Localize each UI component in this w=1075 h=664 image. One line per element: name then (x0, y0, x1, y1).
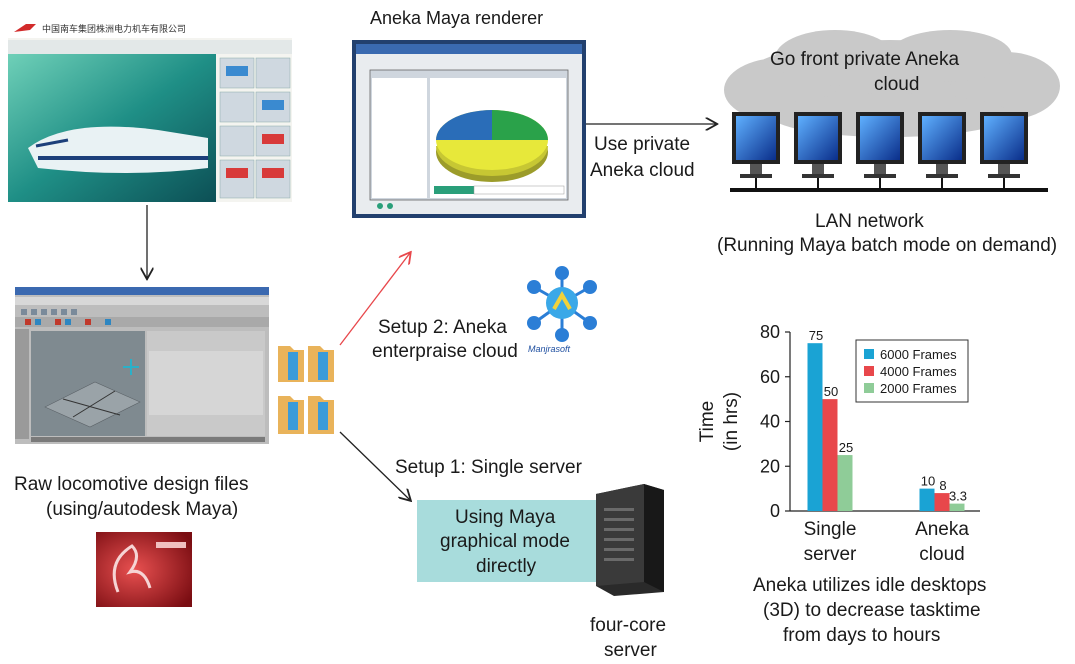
lan-label-1: LAN network (815, 211, 924, 232)
y-axis-title: Time (697, 401, 718, 443)
folder-icon-4 (308, 396, 334, 434)
graphical-mode-box (417, 500, 597, 582)
server-label-1: four-core (590, 615, 667, 636)
legend-swatch (864, 366, 874, 376)
svg-text:Manjrasoft: Manjrasoft (528, 344, 571, 354)
bar-4000-frames (822, 399, 838, 511)
legend-entry: 6000 Frames (880, 347, 957, 362)
bar-6000-frames (807, 343, 823, 511)
renderer-window-art (352, 40, 586, 218)
bar-value-label: 50 (824, 384, 838, 399)
graphical-box-line-2: graphical mode (440, 531, 570, 552)
desktop-icon-2 (794, 112, 842, 190)
cloud-label-1: Go front private Aneka (770, 49, 960, 70)
renderer-title: Aneka Maya renderer (370, 8, 544, 28)
chart-caption-1: Aneka utilizes idle desktops (753, 575, 987, 596)
use-private-label-2: Aneka cloud (590, 160, 695, 181)
bar-6000-frames (919, 488, 935, 511)
raw-files-label-2: (using/autodesk Maya) (46, 499, 239, 520)
legend-entry: 2000 Frames (880, 381, 957, 396)
bar-value-label: 3.3 (949, 489, 967, 504)
use-private-label-1: Use private (594, 134, 691, 155)
server-tower-icon (596, 484, 664, 596)
csr-logo-icon (14, 24, 36, 32)
cloud-label-2: cloud (874, 74, 920, 95)
maya-logo-icon (96, 532, 192, 607)
maya-window-art (15, 287, 269, 444)
y-tick-label: 0 (770, 501, 780, 521)
folder-icon-2 (308, 346, 334, 382)
desktop-icon-1 (732, 112, 780, 190)
legend-swatch (864, 383, 874, 393)
x-tick-label: Single (804, 519, 857, 540)
setup2-label-1: Setup 2: Aneka (378, 317, 507, 338)
bar-value-label: 10 (921, 474, 935, 489)
chart-caption-3: from days to hours (783, 625, 941, 646)
desktop-icon-5 (980, 112, 1028, 190)
design-files-folders (278, 346, 334, 434)
chart-legend (855, 339, 969, 403)
graphical-box-line-3: directly (476, 556, 537, 577)
y-axis-subtitle: (in hrs) (721, 392, 742, 451)
graphical-box-line-1: Using Maya (455, 507, 556, 528)
folder-icon-3 (278, 396, 304, 434)
legend-swatch (864, 349, 874, 359)
bar-value-label: 75 (809, 328, 823, 343)
site-header-text: 中国南车集团株洲电力机车有限公司 (42, 24, 187, 34)
bar-2000-frames (837, 455, 853, 511)
desktop-icon-4 (918, 112, 966, 190)
bar-4000-frames (934, 493, 950, 511)
folder-icon-1 (278, 346, 304, 382)
aneka-logo-icon: Manjrasoft (527, 266, 597, 354)
bar-value-label: 25 (839, 440, 853, 455)
lan-label-2: (Running Maya batch mode on demand) (717, 235, 1058, 256)
y-tick-label: 20 (760, 456, 780, 476)
legend-entry: 4000 Frames (880, 364, 957, 379)
bar-2000-frames (949, 503, 965, 511)
chart-caption-2: (3D) to decrease tasktime (763, 600, 981, 621)
lan-desktops (730, 112, 1048, 192)
setup2-arrow (339, 253, 410, 346)
renderer-screenshot (352, 40, 586, 218)
y-tick-label: 80 (760, 322, 780, 342)
server-label-2: server (604, 640, 657, 661)
x-tick-label: Aneka (915, 519, 969, 540)
locomotive-site-art (8, 18, 292, 202)
x-tick-label: server (804, 544, 857, 565)
bar-value-label: 8 (939, 478, 946, 493)
raw-files-label-1: Raw locomotive design files (14, 474, 249, 495)
setup1-label: Setup 1: Single server (395, 457, 582, 478)
maya-screenshot (15, 287, 269, 444)
x-tick-label: cloud (919, 544, 964, 565)
y-tick-label: 60 (760, 367, 780, 387)
desktop-icon-3 (856, 112, 904, 190)
locomotive-site-screenshot: 中国南车集团株洲电力机车有限公司 (8, 18, 292, 202)
y-tick-label: 40 (760, 412, 780, 432)
setup2-label-2: enterpraise cloud (372, 341, 518, 362)
setup1-arrow (339, 431, 410, 500)
